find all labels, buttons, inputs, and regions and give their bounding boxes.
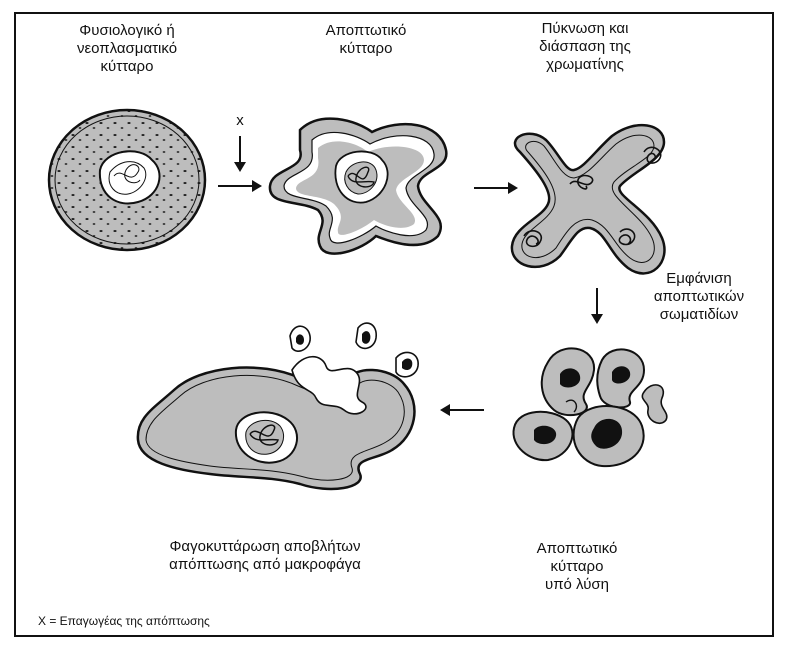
arrow-3-down xyxy=(591,288,603,324)
label-lysis: Αποπτωτικό κύτταρο υπό λύση xyxy=(502,540,652,594)
arrow-2 xyxy=(474,182,518,194)
label-pyknosis: Πύκνωση και διάσπαση της χρωματίνης xyxy=(505,20,665,74)
label-apoptotic-bodies: Εμφάνιση αποπτωτικών σωματιδίων xyxy=(634,270,764,324)
macrophage xyxy=(138,323,418,489)
arrow-x-down xyxy=(234,136,246,172)
legend: X = Επαγωγέας της απόπτωσης xyxy=(38,612,298,630)
normal-cell xyxy=(49,110,205,250)
label-phagocytosis: Φαγοκυττάρωση αποβλήτων απόπτωσης από μα… xyxy=(130,538,400,574)
label-normal-cell: Φυσιολογικό ή νεοπλασματικό κύτταρο xyxy=(42,22,212,76)
arrow-4 xyxy=(440,404,484,416)
label-apoptotic-cell: Αποπτωτικό κύτταρο xyxy=(296,22,436,58)
label-x-marker: x xyxy=(230,112,250,130)
apoptotic-cell xyxy=(270,119,446,254)
arrow-1 xyxy=(218,180,262,192)
pyknotic-cell xyxy=(512,125,665,273)
apoptotic-bodies xyxy=(513,348,666,466)
